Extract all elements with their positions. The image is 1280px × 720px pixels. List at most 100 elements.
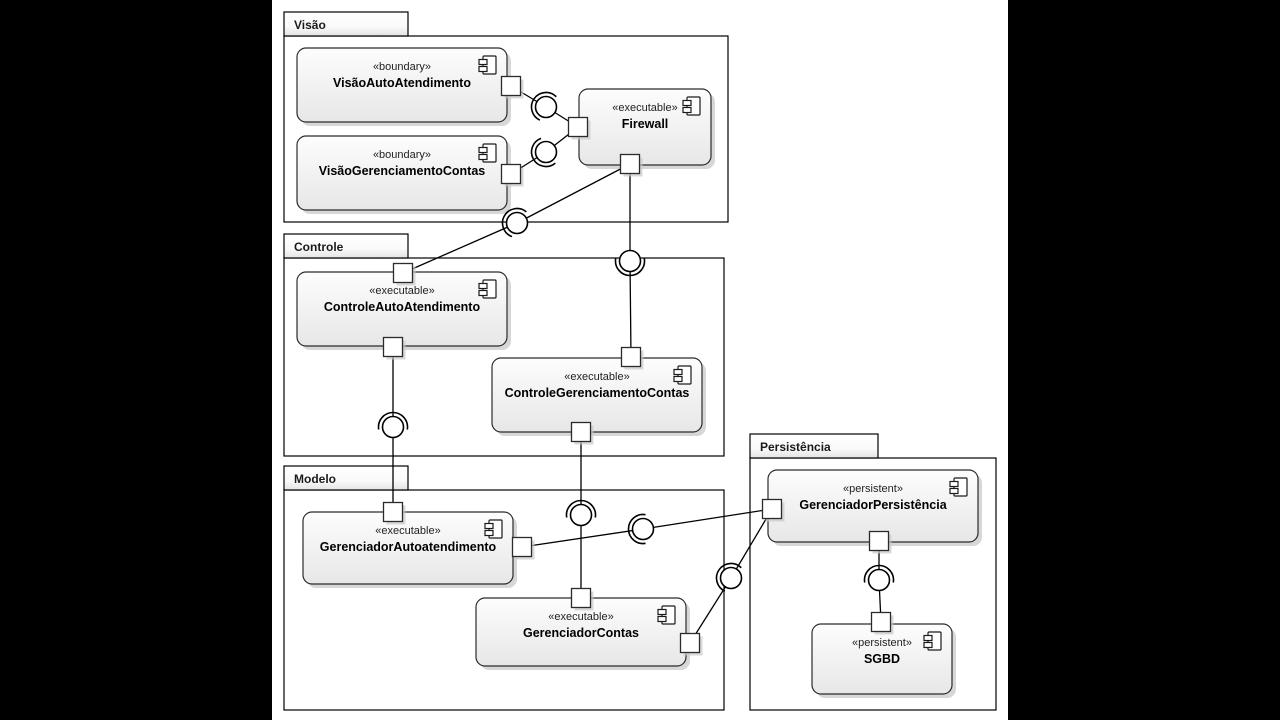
required-interface-socket (530, 137, 556, 168)
assembly-conn-controle-auto-to-ger-auto[interactable] (377, 411, 409, 439)
component-stereotype: «boundary» (373, 61, 431, 73)
required-interface-socket (565, 499, 597, 518)
assembly-conn-firewall-to-controle-ger[interactable] (614, 249, 646, 277)
port-port-ger-contas-right[interactable] (679, 632, 703, 656)
package-tab (749, 433, 879, 459)
component-gerenciador-contas[interactable]: «executable»GerenciadorContas (475, 597, 690, 670)
port-port-sgbd-top[interactable] (870, 611, 894, 635)
port-square (392, 262, 414, 284)
component-visao-gerenciamento-contas[interactable]: «boundary»VisãoGerenciamentoContas (296, 135, 511, 214)
component-firewall[interactable]: «executable»Firewall (578, 88, 715, 169)
port-square (761, 498, 783, 520)
port-square (567, 116, 589, 138)
connector-segment (730, 508, 773, 579)
component-icon (673, 365, 692, 385)
port-port-ger-persist-left[interactable] (761, 498, 785, 522)
required-interface-socket (614, 258, 646, 277)
provided-interface-ball (534, 140, 558, 164)
assembly-conn-persistencia-to-sgbd[interactable] (863, 564, 895, 592)
port-square (570, 587, 592, 609)
component-name: GerenciadorAutoatendimento (320, 540, 497, 554)
connector-segment (402, 222, 518, 274)
component-name: GerenciadorPersistência (799, 498, 947, 512)
port-square (619, 153, 641, 175)
port-port-visao-auto-right[interactable] (500, 75, 524, 99)
assembly-conn-ger-contas-to-persistencia[interactable] (715, 562, 743, 592)
port-port-ger-auto-right[interactable] (511, 536, 535, 560)
component-icon (923, 631, 942, 651)
port-port-ger-contas-top[interactable] (570, 587, 594, 611)
port-port-ger-persist-bottom[interactable] (868, 530, 892, 554)
assembly-conn-controle-ger-to-ger-contas[interactable] (565, 499, 597, 527)
package-tab (283, 465, 409, 491)
component-visao-auto-atendimento[interactable]: «boundary» VisãoAutoAtendimento (296, 47, 511, 126)
provided-interface-ball (534, 95, 558, 119)
package-label: Modelo (294, 472, 336, 486)
provided-interface-ball (381, 415, 405, 439)
component-name: GerenciadorContas (523, 626, 639, 640)
provided-interface-ball (618, 249, 642, 273)
port-port-controle-auto-top[interactable] (392, 262, 416, 286)
package-tab (283, 11, 409, 37)
port-port-visao-ger-right[interactable] (500, 163, 524, 187)
port-square (870, 611, 892, 633)
port-port-controle-auto-bottom[interactable] (382, 336, 406, 360)
components-layer: «boundary»VisãoAutoAtendimento«boundary»… (296, 47, 982, 698)
component-name: ControleAutoAtendimento (324, 300, 481, 314)
component-icon (478, 279, 497, 299)
assembly-conn-ger-auto-to-persistencia[interactable] (627, 513, 655, 545)
port-port-ger-auto-top[interactable] (382, 501, 406, 525)
connector-conn-ger-auto-to-persistencia[interactable] (521, 508, 773, 548)
required-interface-socket (863, 564, 895, 583)
component-stereotype: «persistent» (852, 637, 912, 649)
port-square (620, 346, 642, 368)
connectors-layer (392, 85, 882, 644)
assembly-conn-firewall-to-controle-auto[interactable] (501, 207, 529, 238)
port-port-firewall-bottom[interactable] (619, 153, 643, 177)
assembly-conn-visao-ger-to-firewall[interactable] (530, 137, 558, 168)
port-square (868, 530, 890, 552)
package-label: Controle (294, 240, 344, 254)
port-square (382, 336, 404, 358)
required-interface-socket (627, 513, 646, 545)
component-name: SGBD (864, 652, 900, 666)
port-port-firewall-left[interactable] (567, 116, 591, 140)
required-interface-socket (715, 562, 742, 592)
ports-layer (382, 75, 894, 656)
component-body (491, 357, 703, 433)
provided-interface-ball (631, 517, 655, 541)
component-stereotype: «executable» (369, 285, 434, 297)
connector-conn-ger-contas-to-persistencia[interactable] (689, 508, 773, 644)
component-name: VisãoAutoAtendimento (333, 76, 471, 90)
provided-interface-ball (505, 211, 529, 235)
connector-conn-firewall-to-controle-ger[interactable] (629, 164, 632, 358)
component-controle-auto-atendimento[interactable]: «executable» ControleAutoAtendimento (296, 271, 511, 350)
component-gerenciador-autoatendimento[interactable]: «executable»GerenciadorAutoatendimento (302, 511, 517, 588)
package-label: Visão (294, 18, 326, 32)
component-sgbd[interactable]: «persistent» SGBD (811, 623, 956, 698)
provided-interface-ball (867, 568, 891, 592)
port-square (500, 163, 522, 185)
component-gerenciador-persistencia[interactable]: «persistent» GerenciadorPersistência (767, 469, 982, 546)
connector-segment (516, 163, 631, 224)
package-label: Persistência (760, 440, 831, 454)
component-stereotype: «executable» (612, 102, 677, 114)
port-square (679, 632, 701, 654)
component-stereotype: «boundary» (373, 149, 431, 161)
required-interface-socket (530, 91, 557, 121)
required-interface-socket (377, 411, 409, 430)
port-port-controle-ger-top[interactable] (620, 346, 644, 370)
component-icon (657, 605, 676, 625)
component-stereotype: «executable» (564, 371, 629, 383)
port-port-controle-ger-bottom[interactable] (570, 421, 594, 445)
component-stereotype: «persistent» (843, 483, 903, 495)
package-tab (283, 233, 409, 259)
assembly-conn-visao-auto-to-firewall[interactable] (530, 91, 558, 121)
connector-segment (689, 577, 732, 644)
provided-interface-ball (569, 503, 593, 527)
connector-conn-firewall-to-controle-auto[interactable] (402, 163, 631, 274)
component-name: ControleGerenciamentoContas (505, 386, 690, 400)
component-controle-gerenciamento-contas[interactable]: «executable» ControleGerenciamentoContas (491, 357, 706, 436)
